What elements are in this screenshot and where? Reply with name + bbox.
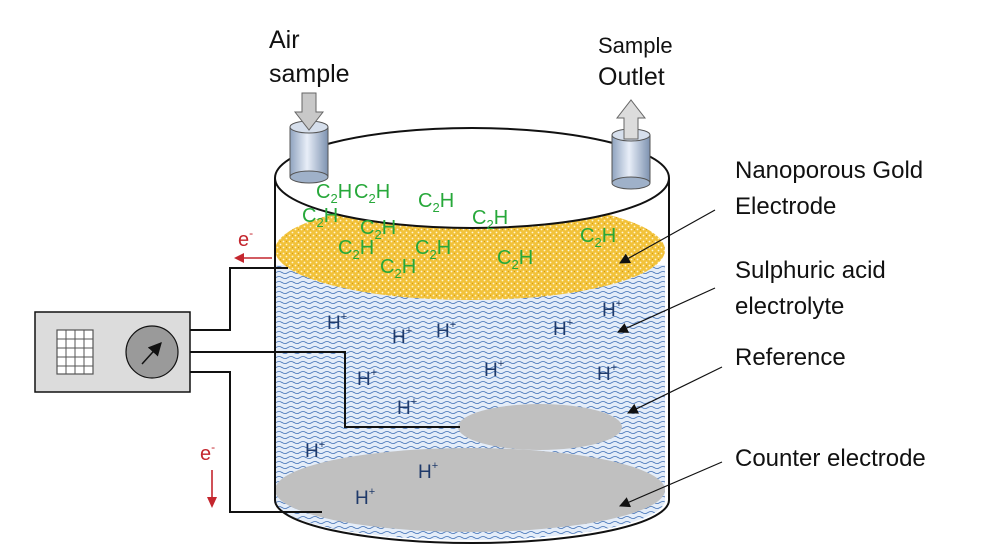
sample-outlet-label-line1: Sample [598, 33, 673, 58]
gold-electrode-disk [275, 200, 665, 300]
hydrogen-ion-label: H+ [553, 317, 573, 340]
air-inlet-arrow-icon [293, 92, 325, 131]
electrolyte-label-line2: electrolyte [735, 293, 844, 320]
ethylene-molecule-label: C2H [338, 237, 374, 262]
hydrogen-ion-label: H+ [418, 460, 438, 483]
pointer-counter-electrode [619, 461, 723, 508]
pointer-gold-electrode [619, 209, 716, 264]
cylinder-top-rim [274, 127, 670, 229]
sample-outlet-pipe [611, 128, 651, 190]
hydrogen-ion-label: H+ [597, 362, 617, 385]
wire-reference-electrode [190, 351, 460, 428]
ethylene-molecule-label: C2H [380, 256, 416, 281]
hydrogen-ion-label: H+ [355, 486, 375, 509]
electrolyte-label-line1: Sulphuric acid [735, 257, 886, 284]
air-inlet-pipe [289, 120, 329, 184]
hydrogen-ion-label: H+ [602, 298, 622, 321]
air-sample-label-line2: sample [269, 60, 350, 88]
cylinder-bottom-rim [274, 499, 670, 544]
sample-outlet-label-line2: Outlet [598, 63, 665, 91]
ethylene-molecule-label: C2H [360, 217, 396, 242]
potentiostat-meter [34, 311, 191, 393]
meter-dial-icon [125, 325, 179, 379]
ethylene-molecule-label: C2H [302, 205, 338, 230]
reference-label: Reference [735, 344, 846, 371]
hydrogen-ion-label: H+ [397, 396, 417, 419]
counter-electrode-plate [275, 448, 665, 532]
meter-display-grid-icon [56, 329, 94, 375]
ethylene-molecule-label: C2H [418, 190, 454, 215]
pointer-reference [627, 366, 723, 414]
ethylene-molecule-label: C2H [415, 237, 451, 262]
ethylene-molecule-label: C2H [472, 207, 508, 232]
wire-working-electrode [190, 267, 288, 331]
electron-arrow-bottom-icon [207, 470, 217, 508]
ethylene-molecule-label: C2H [354, 181, 390, 206]
pointer-electrolyte [617, 287, 716, 333]
hydrogen-ion-label: H+ [392, 325, 412, 348]
hydrogen-ion-label: H+ [305, 439, 325, 462]
hydrogen-ion-label: H+ [357, 367, 377, 390]
hydrogen-ion-label: H+ [484, 358, 504, 381]
electron-label-top: e- [238, 226, 253, 251]
gold-electrode-label-line2: Electrode [735, 193, 836, 220]
ethylene-molecule-label: C2H [497, 247, 533, 272]
ethylene-molecule-label: C2H [316, 181, 352, 206]
ethylene-molecule-label: C2H [580, 225, 616, 250]
reference-electrode-plate [458, 404, 622, 450]
gold-electrode-label-line1: Nanoporous Gold [735, 157, 923, 184]
air-sample-label-line1: Air [269, 26, 300, 54]
electron-label-bottom: e- [200, 440, 215, 465]
counter-electrode-label: Counter electrode [735, 445, 926, 472]
hydrogen-ion-label: H+ [327, 311, 347, 334]
sample-outlet-arrow-icon [615, 99, 647, 140]
wire-counter-electrode [190, 371, 322, 513]
hydrogen-ion-label: H+ [436, 319, 456, 342]
hydrogen-ions: H+ H+ H+ H+ H+ H+ H+ H+ H+ H+ H+ H+ [305, 298, 622, 509]
electron-arrow-top-icon [234, 253, 272, 263]
